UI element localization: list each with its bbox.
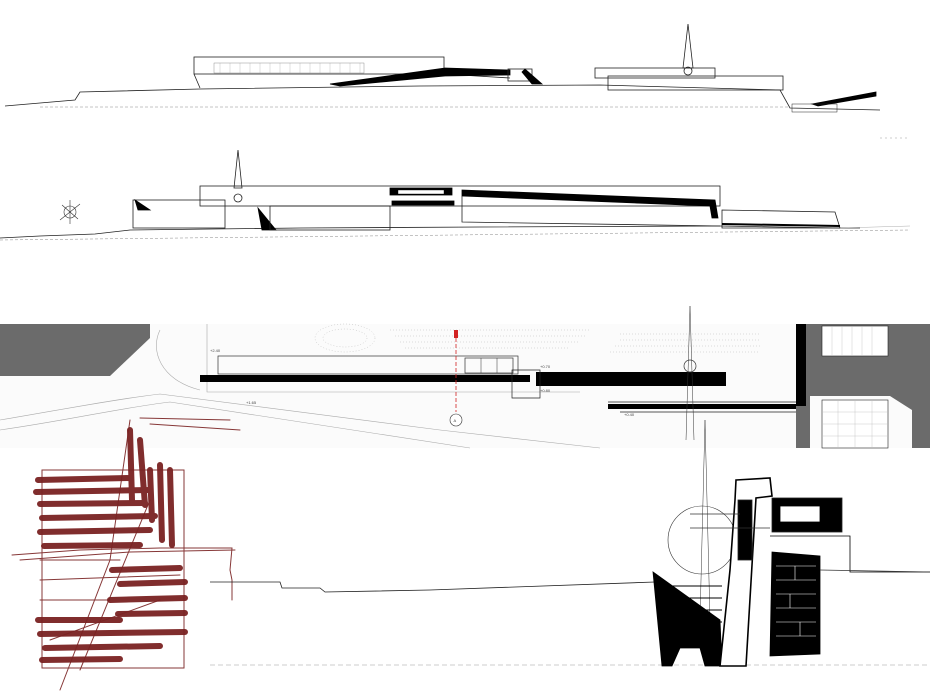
section-black-wedge xyxy=(652,571,723,667)
site-plan: A +2.40 +1.65 +0.70 +0.80 +0.40 xyxy=(0,305,930,449)
plan-building-strip xyxy=(200,375,530,382)
plan-texture xyxy=(314,323,760,353)
elevation-south-spire xyxy=(233,149,243,189)
elevation-north-spire xyxy=(682,23,694,69)
level-label-1: +2.40 xyxy=(210,348,221,353)
north-arrow-icon xyxy=(59,200,81,224)
section-central-pier xyxy=(719,477,773,667)
elevation-south-sloped-band xyxy=(461,189,719,219)
elevation-north-right-block xyxy=(607,75,784,91)
level-label-4: +0.80 xyxy=(540,388,551,393)
hand-sketch xyxy=(11,417,241,691)
section-marker xyxy=(449,413,463,427)
plan-gray-block-left xyxy=(0,324,150,376)
section-marker-label: A xyxy=(454,418,457,423)
elevation-north-terrain xyxy=(4,84,881,111)
level-label-5: +0.40 xyxy=(624,412,635,417)
section-right-black-block xyxy=(769,551,821,657)
elevation-north xyxy=(4,23,910,139)
elevation-south xyxy=(0,149,911,241)
elevation-north-main-volume xyxy=(193,56,445,75)
elevation-south-terrain xyxy=(0,225,860,239)
elevation-north-ramp xyxy=(329,67,511,87)
level-label-2: +1.65 xyxy=(246,400,257,405)
cross-section xyxy=(210,419,930,667)
section-terrain xyxy=(210,581,656,593)
level-label-3: +0.70 xyxy=(540,364,551,369)
elevation-south-left-block xyxy=(132,199,226,229)
